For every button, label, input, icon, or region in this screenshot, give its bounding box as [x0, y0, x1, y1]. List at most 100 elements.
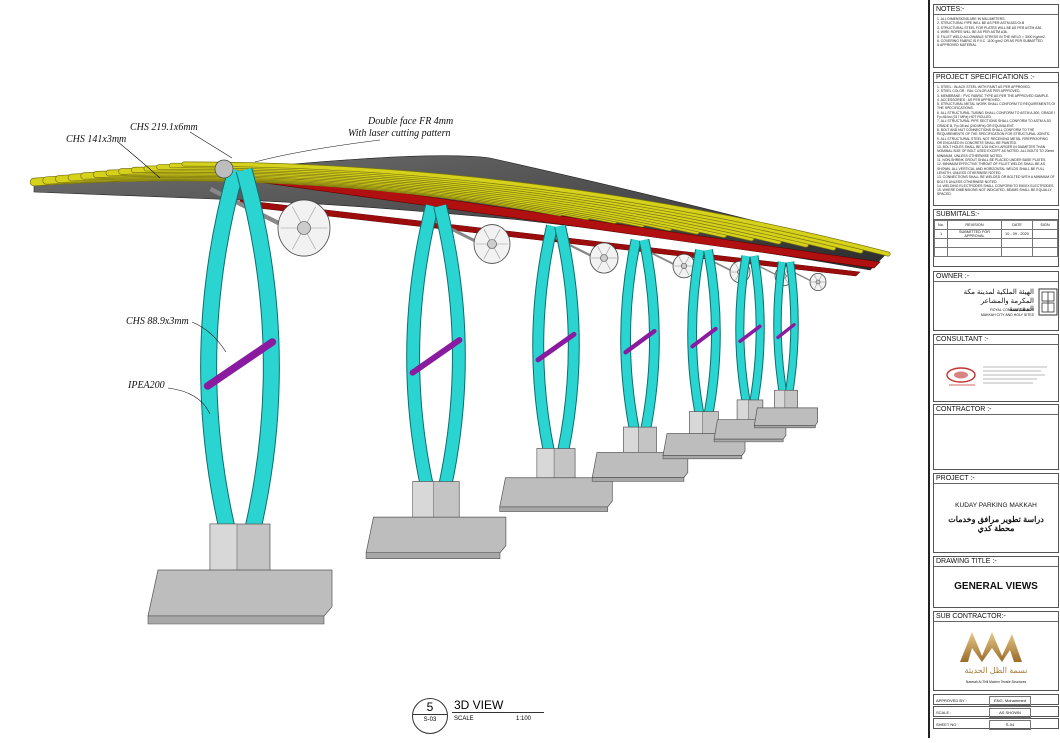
col-revision: REVISION — [947, 220, 1002, 230]
spec-section: PROJECT SPECIFICATIONS :- 1. STEEL : BLA… — [933, 72, 1059, 206]
spec-header: PROJECT SPECIFICATIONS :- — [934, 73, 1058, 83]
sheet-row: SHEET NO : S-04 — [933, 718, 1059, 730]
drawing-title-header: DRAWING TITLE :- — [934, 557, 1058, 567]
arch-leg-left — [201, 167, 244, 532]
arch-leg-left — [407, 204, 438, 488]
submittals-table: No. REVISION DATE SIGN 1 SUBMITTED FOR A… — [934, 220, 1058, 257]
footing — [147, 569, 333, 617]
purlin — [182, 162, 890, 256]
label-chs-left: CHS 141x3mm — [66, 134, 127, 145]
project-section: PROJECT :- KUDAY PARKING MAKKAH دراسة تط… — [933, 473, 1059, 553]
cell-revision: SUBMITTED FOR APPROVAL — [947, 229, 1002, 239]
footing-side — [147, 615, 325, 625]
subcontractor-logo-icon — [960, 632, 1022, 662]
footing-side — [713, 438, 784, 443]
view-title: 5 S-03 3D VIEW SCALE 1:100 — [412, 698, 562, 734]
scale-value: AS SHOWN — [989, 708, 1031, 718]
col-no: No. — [934, 220, 948, 230]
list-item: 5. STRUCTURAL METAL WORK SHALL CONFORM T… — [937, 102, 1055, 107]
drawing-title-section: DRAWING TITLE :- GENERAL VIEWS — [933, 556, 1059, 608]
frame — [365, 204, 507, 559]
list-item: 6. COVERING FABRIC IS P.V.C. 1100 g/m2 O… — [937, 39, 1043, 44]
submittals-header: SUBMITALS:- — [934, 210, 1058, 220]
subcontractor-name-en: Nasmah Al-Thill Modern Tensile Structure… — [965, 680, 1027, 684]
consultant-section: CONSULTANT :- — [933, 334, 1059, 402]
subcontractor-section: SUB CONTRACTOR:- نسمة الظل الحديثة Nasma… — [933, 611, 1059, 691]
contractor-header: CONTRACTOR :- — [934, 405, 1058, 415]
project-name-en: KUDAY PARKING MAKKAH — [955, 502, 1037, 509]
arch-leg-left — [533, 224, 557, 453]
arch-leg-right — [434, 204, 465, 488]
approved-row: APPROVED BY : ENG. Mohammed — [933, 694, 1059, 706]
table-row — [934, 238, 1058, 248]
misting-fans — [209, 187, 827, 292]
arch-leg-right — [555, 224, 579, 453]
list-item: LENGTH, UNLESS OTHERWISE NOTED. — [937, 170, 1002, 175]
submittals-header-row: No. REVISION DATE SIGN — [934, 220, 1058, 230]
title-block: NOTES:- 1. ALL DIMENSIONS ARE IN MILLIME… — [928, 0, 1060, 738]
pedestal-face — [774, 390, 786, 410]
label-cover-line2: With laser cutting pattern — [348, 128, 451, 139]
frame — [662, 249, 746, 460]
list-item: 5. FILLET WELD ALLOWABLE STRESS IN THE W… — [937, 34, 1046, 39]
owner-header: OWNER :- — [934, 272, 1058, 282]
project-header: PROJECT :- — [934, 474, 1058, 484]
notes-header: NOTES:- — [934, 5, 1058, 15]
label-ipea: IPEA200 — [128, 380, 165, 391]
view-sheet-ref: S-03 — [423, 717, 437, 723]
list-item: 15. WHERE DIMENSIONS NOT INDICATED, BEAM… — [937, 188, 1052, 193]
submittals-section: SUBMITALS:- No. REVISION DATE SIGN 1 SUB… — [933, 209, 1059, 267]
list-item: 1. STEEL : BLACK STEEL WITH PAINT AS PER… — [937, 85, 1031, 89]
approved-value: ENG. Mohammed — [989, 696, 1031, 706]
list-item: 12. MINIMUM EFFECTIVE THROAT OF FILLET W… — [937, 162, 1045, 167]
list-item: 8. BOLT AND NUT CONNECTIONS SHALL CONFOR… — [937, 127, 1035, 132]
drawing-title: GENERAL VIEWS — [954, 581, 1038, 592]
arch-leg-right — [236, 167, 279, 532]
list-item: 13. CONNECTIONS SHALL BE WELDED OR BOLTE… — [937, 175, 1055, 180]
list-item: THE SPECIFICATIONS. — [937, 106, 974, 111]
fan-icon — [788, 269, 827, 292]
frame — [713, 255, 787, 443]
drawing-area: CHS 219.1x6mm CHS 141x3mm Double face FR… — [29, 116, 891, 734]
pedestal-face — [623, 426, 639, 456]
arch-leg-left — [688, 249, 704, 415]
pedestal-face — [209, 523, 238, 577]
cell-sign — [1032, 229, 1058, 239]
col-sign: SIGN — [1032, 220, 1058, 230]
pedestal-face — [736, 399, 749, 422]
footing-side — [754, 425, 816, 429]
arch-leg-left — [621, 239, 641, 431]
steel-frames — [147, 167, 818, 625]
list-item: SHOWN. ALL VERTICAL AND HORIZONTAL WELDS… — [937, 166, 1045, 171]
brace — [776, 323, 796, 340]
approved-label: APPROVED BY : — [936, 698, 967, 703]
arch-leg-right — [639, 239, 659, 431]
fan-hub — [680, 262, 688, 270]
view-name: 3D VIEW — [454, 698, 504, 712]
scale-row: SCALE : AS SHOWN — [933, 706, 1059, 718]
view-bubble-divider — [413, 714, 447, 715]
pedestal-face — [689, 411, 703, 437]
brace — [690, 326, 718, 349]
fan-arm — [426, 215, 482, 246]
spec-list: 1. STEEL : BLACK STEEL WITH PAINT AS PER… — [934, 83, 1058, 199]
list-item: & APPROVED MATERIAL — [937, 43, 977, 48]
footing-side — [499, 506, 608, 512]
frame — [499, 224, 613, 512]
chs-top-end-cap — [214, 159, 234, 179]
owner-emblem-icon — [1038, 288, 1058, 316]
list-item: 6. ALL STRUCTURAL TUBING SHALL CONFORM T… — [937, 110, 1055, 115]
pedestal-face — [536, 448, 555, 482]
list-item: 4. ACCESSORIES : AS PER APPROVED. — [937, 97, 1001, 102]
owner-logo: الهيئة الملكية لمدينة مكة المكرمة والمشا… — [954, 286, 1058, 326]
list-item: 2. STRUCTURAL PIPE WILL BE AS PER ASTM A… — [937, 21, 1025, 26]
arch-leg-right — [785, 261, 798, 393]
list-item: REQUIREMENTS OF THE SPECIFICATION FOR ST… — [937, 132, 1050, 137]
notes-section: NOTES:- 1. ALL DIMENSIONS ARE IN MILLIME… — [933, 4, 1059, 68]
arch-leg-left — [736, 255, 750, 403]
list-item: 10. BOLT HOLES SHALL BE 1/16 INCH LARGER… — [937, 145, 1046, 150]
subcontractor-name-ar: نسمة الظل الحديثة — [964, 666, 1028, 675]
view-scale-value: 1:100 — [516, 716, 532, 722]
frame — [147, 167, 333, 625]
fan-hub — [487, 239, 497, 249]
